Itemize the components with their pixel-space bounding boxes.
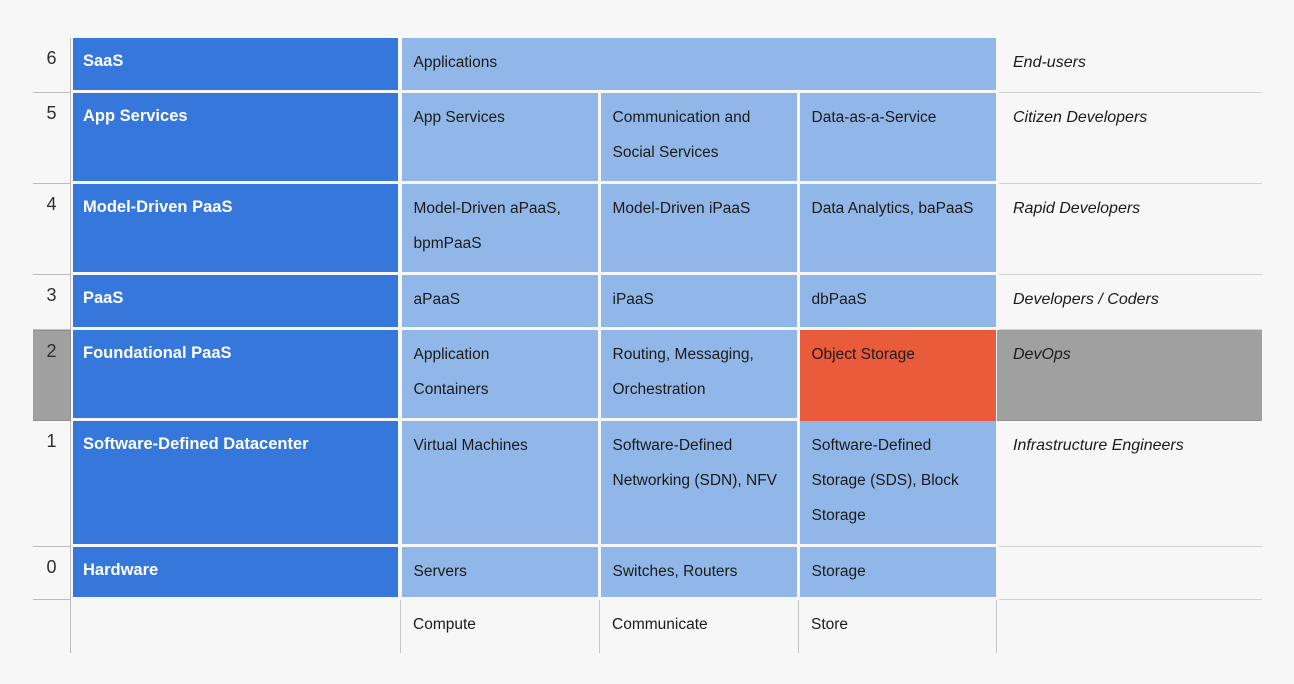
level-number: 1: [33, 421, 71, 547]
component-cell-object-storage-highlighted: Object Storage: [799, 330, 996, 421]
component-cell: App Services: [401, 93, 598, 181]
layer-cell-model-driven-paas: Model-Driven PaaS: [73, 184, 398, 272]
role-cell-end-users: End-users: [999, 38, 1262, 93]
layer-cell-saas: SaaS: [73, 38, 398, 90]
role-cell-infrastructure-engineers: Infrastructure Engineers: [999, 421, 1262, 547]
component-cell: Servers: [401, 547, 598, 597]
component-cell: Data-as-a-Service: [799, 93, 996, 181]
layer-cell-foundational-paas: Foundational PaaS: [73, 330, 398, 418]
footer-category-communicate: Communicate: [599, 600, 798, 653]
footer-number-spacer: [33, 600, 71, 653]
component-cell: iPaaS: [600, 275, 797, 327]
component-cell: Software-Defined Storage (SDS), Block St…: [799, 421, 996, 544]
component-cell: Model-Driven aPaaS, bpmPaaS: [401, 184, 598, 272]
component-cell: Switches, Routers: [600, 547, 797, 597]
level-number: 0: [33, 547, 71, 600]
footer-layer-spacer: [71, 600, 400, 653]
role-cell-empty: [999, 547, 1262, 600]
component-cell-label: Application Containers: [413, 346, 490, 398]
role-cell-citizen-developers: Citizen Developers: [999, 93, 1262, 184]
level-number: 3: [33, 275, 71, 330]
component-cell-applications: Applications: [401, 38, 996, 90]
level-number-highlighted: 2: [33, 330, 71, 421]
stack-table: 6 SaaS Applications End-users 5 App Serv…: [33, 38, 1262, 653]
role-cell-devops-highlighted: DevOps: [997, 330, 1262, 421]
component-cell: aPaaS: [401, 275, 598, 327]
footer-category-store: Store: [798, 600, 997, 653]
level-number: 6: [33, 38, 71, 93]
component-cell: Application Containers: [401, 330, 598, 418]
footer-category-compute: Compute: [400, 600, 599, 653]
component-cell: Model-Driven iPaaS: [600, 184, 797, 272]
component-cell: dbPaaS: [799, 275, 996, 327]
component-cell: Data Analytics, baPaaS: [799, 184, 996, 272]
level-number: 5: [33, 93, 71, 184]
level-number: 4: [33, 184, 71, 275]
role-cell-rapid-developers: Rapid Developers: [999, 184, 1262, 275]
component-cell: Storage: [799, 547, 996, 597]
component-cell: Communication and Social Services: [600, 93, 797, 181]
role-cell-developers-coders: Developers / Coders: [999, 275, 1262, 330]
layer-cell-hardware: Hardware: [73, 547, 398, 597]
layer-cell-software-defined-datacenter: Software-Defined Datacenter: [73, 421, 398, 544]
component-cell: Software-Defined Networking (SDN), NFV: [600, 421, 797, 544]
component-cell: Routing, Messaging, Orchestration: [600, 330, 797, 418]
component-cell: Virtual Machines: [401, 421, 598, 544]
footer-role-spacer: [999, 600, 1262, 653]
layer-cell-app-services: App Services: [73, 93, 398, 181]
layer-cell-paas: PaaS: [73, 275, 398, 327]
